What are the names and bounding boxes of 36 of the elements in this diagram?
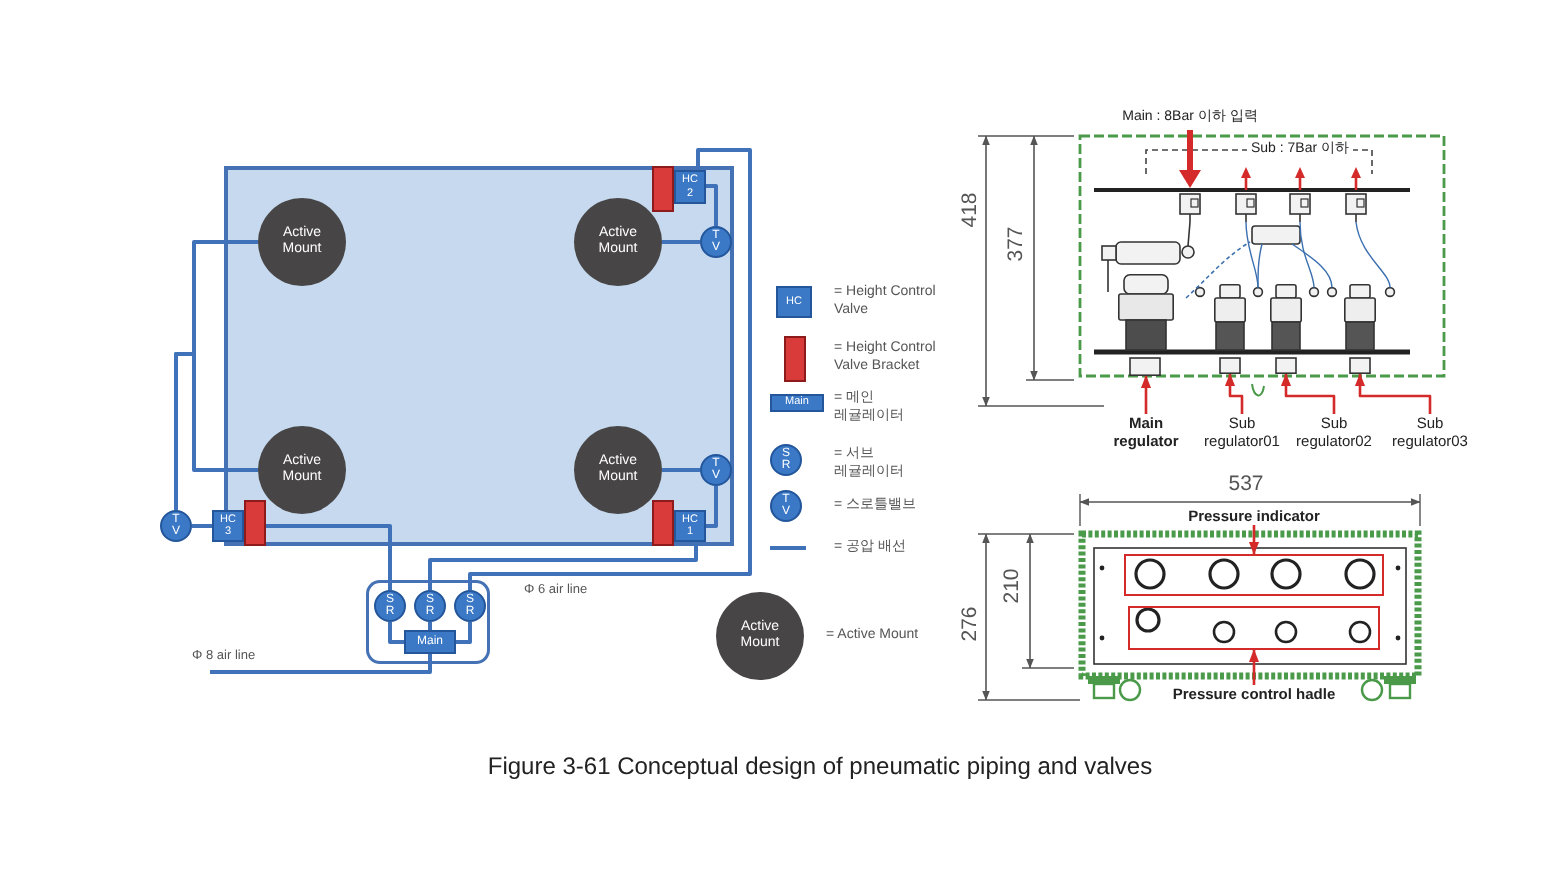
pipe-line	[210, 654, 432, 674]
pipe-line	[468, 148, 752, 590]
regulator-drawing	[1214, 284, 1246, 374]
highlight-box	[1128, 606, 1380, 650]
leader-arrow	[1224, 373, 1244, 414]
leader-arrow	[1248, 525, 1260, 555]
dimension-label: 418	[957, 192, 983, 228]
dimension-label: 377	[1003, 226, 1029, 262]
platform-plate	[224, 166, 734, 546]
pipe-line	[428, 542, 698, 590]
leader-arrow	[1248, 649, 1260, 685]
figure-caption: Figure 3-61 Conceptual design of pneumatic piping and valves	[487, 752, 1153, 780]
highlight-box	[1124, 554, 1384, 596]
valve-bracket	[652, 500, 674, 546]
leader-arrow	[1354, 373, 1432, 414]
dimension-label: 276	[957, 606, 983, 642]
leader-arrow	[1280, 373, 1336, 414]
pipe-line	[456, 622, 472, 644]
dimension-label: 210	[999, 568, 1025, 604]
pipe-line	[192, 524, 212, 528]
group-frame	[366, 580, 490, 664]
valve-bracket	[244, 500, 266, 546]
pipe-line	[266, 524, 392, 590]
pipe-line	[428, 622, 432, 630]
pipe-line	[174, 352, 258, 510]
pipe-line	[706, 486, 718, 528]
dimension-label: 537	[1228, 471, 1264, 497]
regulator-drawing	[1118, 274, 1174, 376]
leader-arrow	[1140, 375, 1152, 414]
pipe-line	[388, 622, 404, 644]
valve-bracket	[652, 166, 674, 212]
pipe-line	[706, 184, 718, 226]
pipe-line	[662, 240, 700, 244]
pipe-line	[662, 468, 700, 472]
regulator-drawing	[1344, 284, 1376, 374]
regulator-drawing	[1270, 284, 1302, 374]
